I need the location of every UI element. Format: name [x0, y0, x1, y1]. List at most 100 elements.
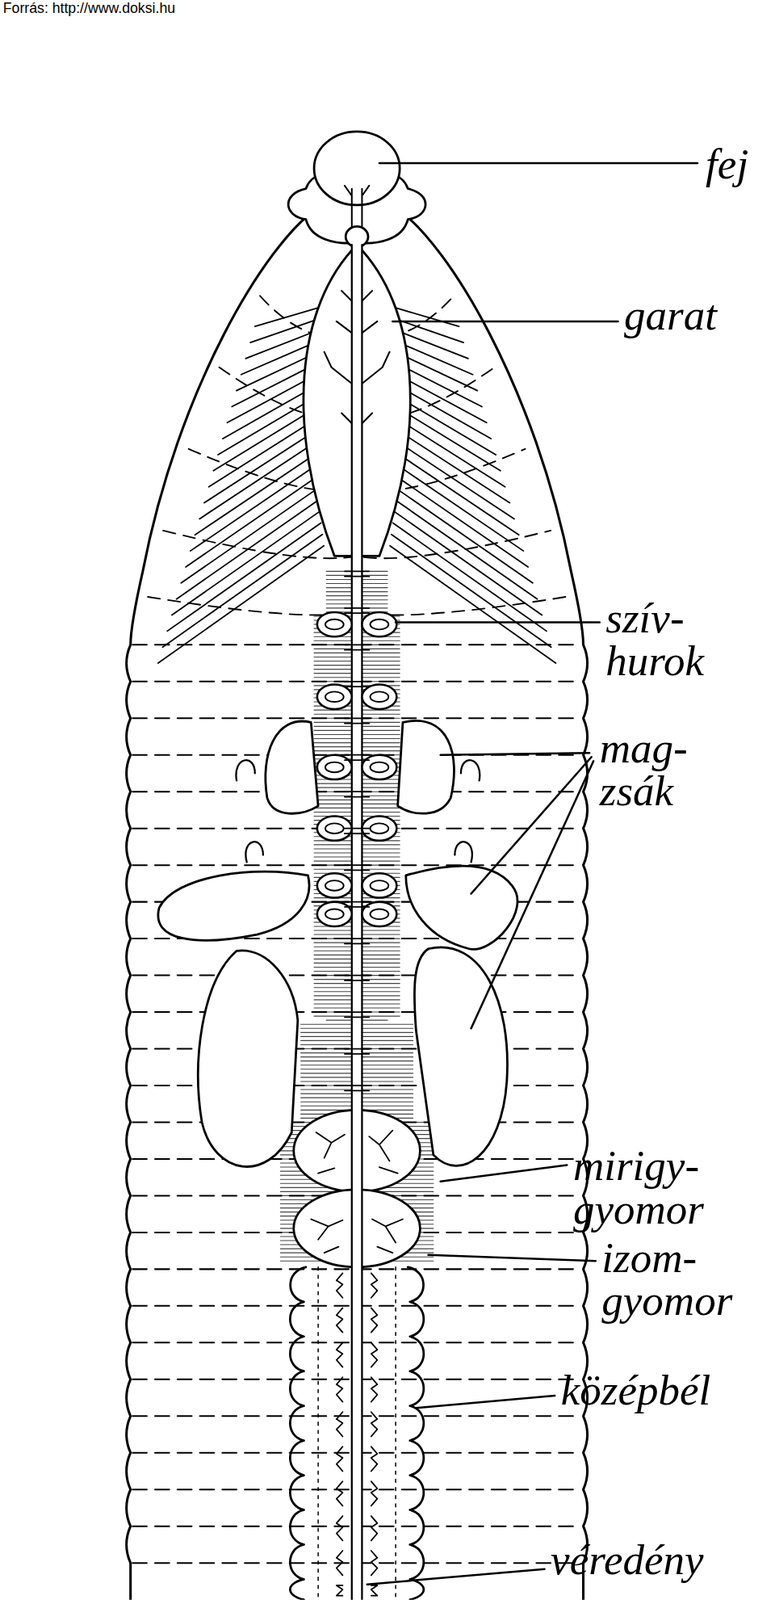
- vessel-branch: [344, 644, 369, 650]
- vessel-branch: [344, 791, 369, 796]
- pharynx-muscle: [195, 454, 315, 536]
- gut-fold: [336, 1515, 344, 1540]
- heart-loop: [361, 872, 397, 897]
- part-label: mag- zsák: [599, 725, 688, 812]
- background-layer: [126, 209, 588, 1600]
- gut-fold: [336, 1584, 344, 1596]
- dorsal-vessel-wall: [351, 244, 363, 1599]
- heart-loop: [361, 684, 397, 709]
- vessel-branch: [344, 828, 369, 834]
- seminal-vesicle: [265, 720, 319, 813]
- pharynx-muscle: [190, 465, 316, 551]
- pharynx-muscle: [396, 488, 533, 583]
- heart-loop-lumen: [370, 822, 390, 834]
- gut-fold: [336, 1272, 344, 1297]
- vessel-branch: [344, 681, 369, 687]
- midgut-wall: [407, 1266, 424, 1600]
- dorsal-vessel: [351, 244, 363, 1599]
- midgut-wall: [289, 1266, 306, 1600]
- part-label: középbél: [561, 1368, 712, 1412]
- part-label: izom- gyomor: [601, 1235, 733, 1322]
- pharynx-muscle: [158, 545, 324, 663]
- gut-fold: [371, 1445, 378, 1471]
- vessel-branch: [344, 607, 369, 613]
- heart-loop: [361, 754, 397, 780]
- heart-loop-lumen: [325, 619, 344, 630]
- pharynx-muscle: [397, 477, 529, 567]
- pharynx-muscle: [393, 511, 542, 615]
- gut-fold: [371, 1515, 378, 1540]
- gut-fold: [371, 1341, 378, 1366]
- gut-fold: [336, 1550, 344, 1575]
- gut-fold: [371, 1550, 378, 1575]
- vessel-branch: [344, 901, 369, 907]
- gut-fold: [371, 1584, 378, 1596]
- pharynx-muscle: [185, 477, 317, 567]
- heart-loop: [317, 872, 352, 897]
- cerebral-ganglion: [345, 226, 369, 247]
- seminal-vesicle: [197, 950, 298, 1167]
- heart-loop: [317, 611, 352, 637]
- pharynx-muscle: [213, 408, 315, 471]
- heart-loop-lumen: [325, 691, 344, 702]
- heart-loop: [361, 901, 397, 926]
- seminal-vesicle: [158, 871, 310, 940]
- leader-line: [415, 1395, 555, 1408]
- body-wall: [397, 209, 588, 1600]
- heart-loop-lumen: [325, 822, 344, 834]
- heart-loop-lumen: [370, 879, 390, 891]
- head-nerve: [344, 185, 369, 227]
- pharynx-muscle: [389, 545, 556, 663]
- head: [314, 131, 400, 206]
- leader-line: [395, 620, 600, 624]
- vessel-branch: [344, 1011, 369, 1017]
- leader-line: [440, 1164, 568, 1182]
- pharynx-muscle: [399, 443, 515, 520]
- seminal-vesicle: [406, 865, 518, 949]
- gut-fold: [336, 1411, 344, 1436]
- vessel-branch: [344, 754, 369, 760]
- gut-fold: [336, 1307, 344, 1332]
- heart-loop: [317, 684, 352, 709]
- pharynx-muscle: [217, 397, 315, 455]
- gut-fold: [371, 1480, 378, 1505]
- heart-loop-lumen: [325, 879, 344, 891]
- leader-line: [392, 320, 618, 323]
- vessel-branch: [344, 1048, 369, 1054]
- vessel-branch: [344, 938, 369, 943]
- gut-fold: [336, 1480, 344, 1505]
- pharynx-muscle: [163, 534, 323, 648]
- pharynx-muscle: [397, 385, 491, 439]
- vessel-branch: [344, 570, 369, 576]
- heart-loop-lumen: [370, 691, 390, 702]
- heart-loop-lumen: [325, 908, 344, 919]
- pharynx-muscle: [391, 534, 552, 648]
- heart-loop: [317, 754, 352, 780]
- gut-fold: [371, 1376, 378, 1401]
- pharynx-muscle: [180, 488, 317, 583]
- gut-fold: [336, 1341, 344, 1366]
- organ-layer: [158, 131, 518, 1600]
- heart-loop-lumen: [325, 762, 344, 773]
- heart-loop-lumen: [370, 762, 390, 773]
- pharynx-muscle: [176, 499, 319, 599]
- part-label: fej: [705, 142, 749, 186]
- body-wall: [126, 209, 317, 1600]
- heart-loop-lumen: [370, 619, 390, 630]
- vessel-branch: [344, 1085, 369, 1090]
- pharynx-muscle: [399, 408, 501, 471]
- vessel-branch: [344, 864, 369, 870]
- pharynx-muscle: [395, 499, 538, 599]
- pharynx-muscle: [393, 523, 547, 632]
- vessel-branch: [344, 717, 369, 723]
- heart-loop: [361, 611, 397, 637]
- pharynx-muscle: [398, 454, 519, 536]
- pharynx-muscle: [398, 465, 524, 551]
- pharynx-muscle: [199, 443, 315, 520]
- midgut-inner: [318, 1266, 396, 1600]
- gut-fold: [336, 1445, 344, 1471]
- part-label: szív- hurok: [605, 596, 704, 683]
- part-label: véredény: [550, 1537, 704, 1581]
- pharynx-muscle: [171, 511, 320, 615]
